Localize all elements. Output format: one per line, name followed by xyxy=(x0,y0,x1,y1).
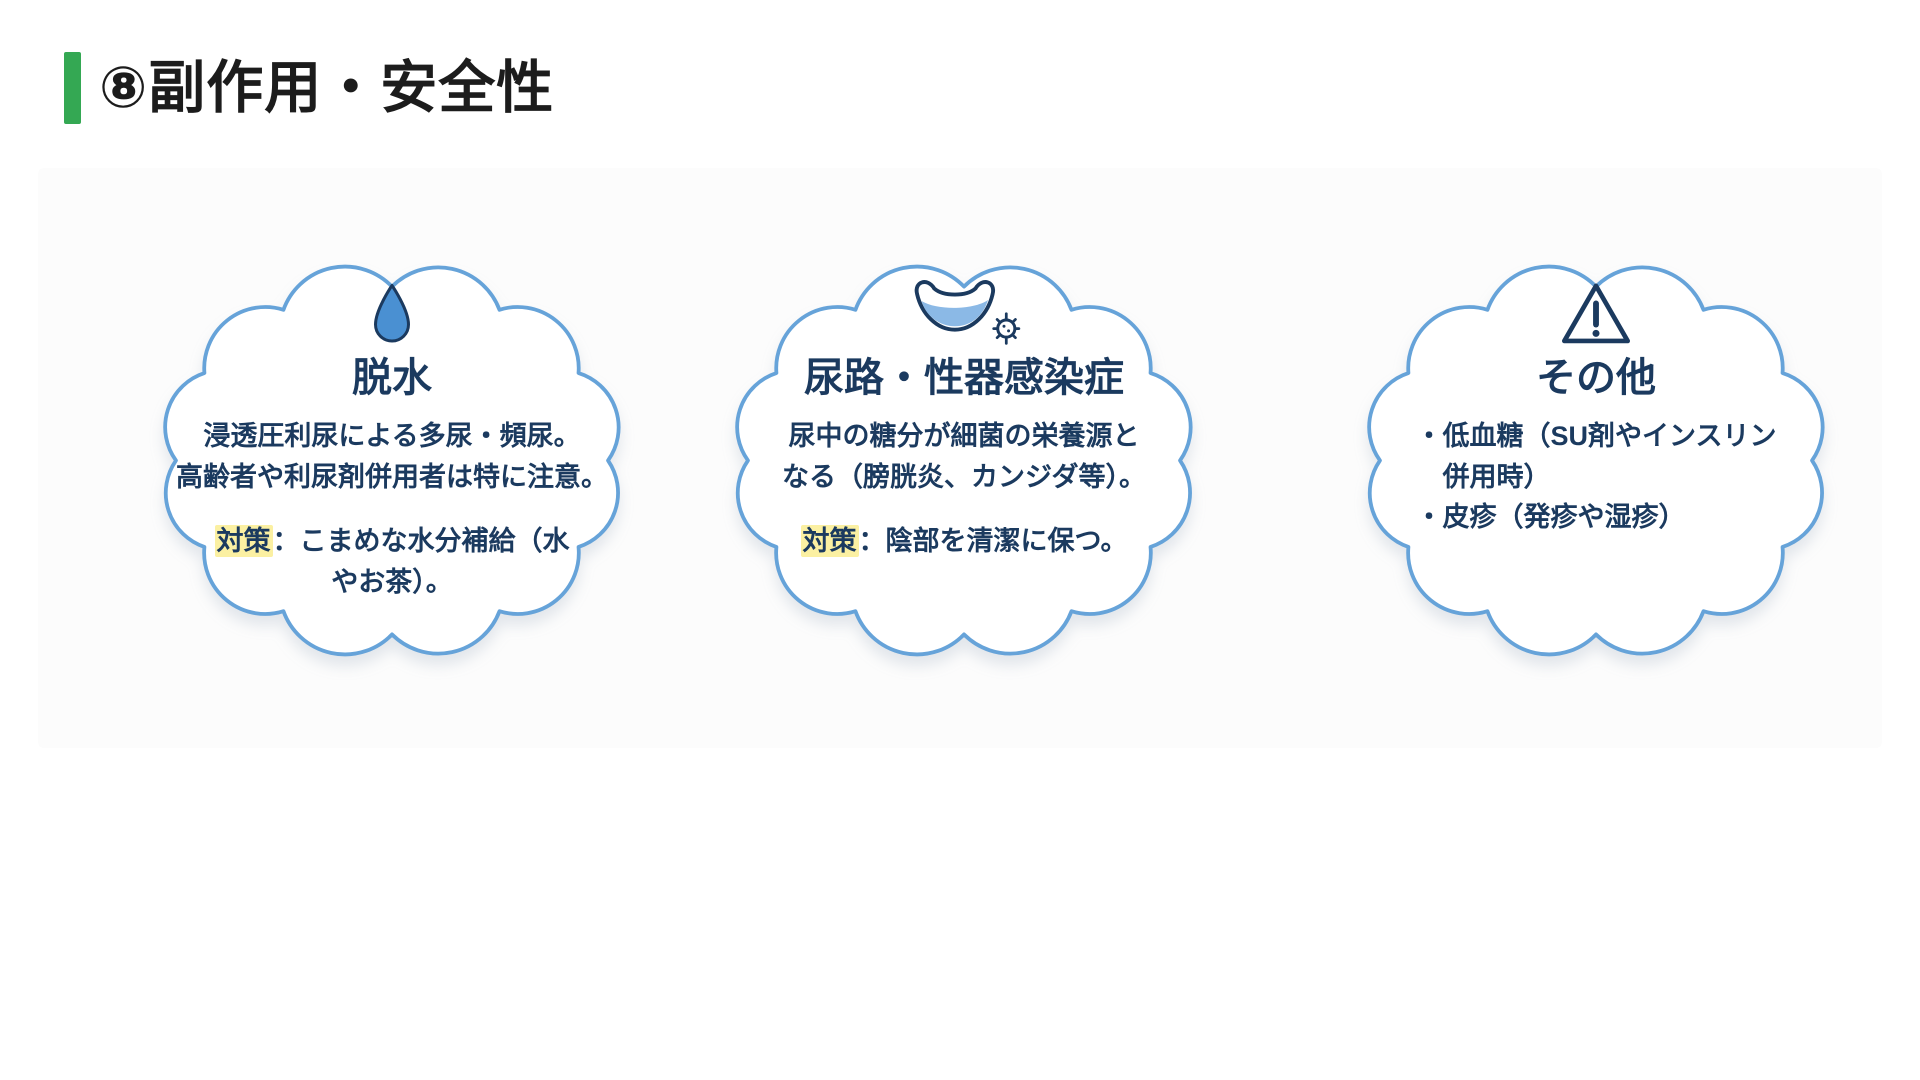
cloud-title: その他 xyxy=(1536,356,1656,400)
title-accent-bar xyxy=(64,52,81,124)
cloud-body: 浸透圧利尿による多尿・頻尿。 高齢者や利尿剤併用者は特に注意。 xyxy=(176,421,608,492)
cloud-outline xyxy=(735,264,1193,657)
cloud-infection: 尿路・性器感染症 尿中の糖分が細菌の栄養源と なる（膀胱炎、カンジダ等）。 対策… xyxy=(690,208,1238,713)
cloud-title: 脱水 xyxy=(352,356,432,400)
cloud-dehydration: 脱水 浸透圧利尿による多尿・頻尿。 高齢者や利尿剤併用者は特に注意。 対策：こま… xyxy=(118,208,666,713)
cloud-body: ・低血糖（SU剤やインスリン 併用時） ・皮疹（発疹や湿疹） xyxy=(1415,421,1777,532)
cloud-outline xyxy=(163,264,621,657)
slide-header: ⑧副作用・安全性 xyxy=(64,52,554,124)
cloud-other: その他 ・低血糖（SU剤やインスリン 併用時） ・皮疹（発疹や湿疹） xyxy=(1322,208,1870,713)
cloud-body: 尿中の糖分が細菌の栄養源と なる（膀胱炎、カンジダ等）。 xyxy=(782,421,1146,492)
slide-title: ⑧副作用・安全性 xyxy=(99,55,555,120)
countermeasure-text: ：こまめな水分補給（水 やお茶）。 xyxy=(272,526,570,597)
cloud-title: 尿路・性器感染症 xyxy=(804,356,1124,400)
water-drop-icon xyxy=(368,270,416,348)
cloud-outline xyxy=(1367,264,1825,657)
countermeasure-text: ：陰部を清潔に保つ。 xyxy=(858,526,1128,556)
countermeasure: 対策：陰部を清潔に保つ。 xyxy=(800,521,1128,562)
countermeasure-label: 対策 xyxy=(800,525,859,557)
countermeasure: 対策：こまめな水分補給（水 やお茶）。 xyxy=(214,521,570,602)
warning-triangle-icon xyxy=(1558,270,1634,348)
countermeasure-label: 対策 xyxy=(214,525,273,557)
bladder-infection-icon xyxy=(905,270,1023,348)
